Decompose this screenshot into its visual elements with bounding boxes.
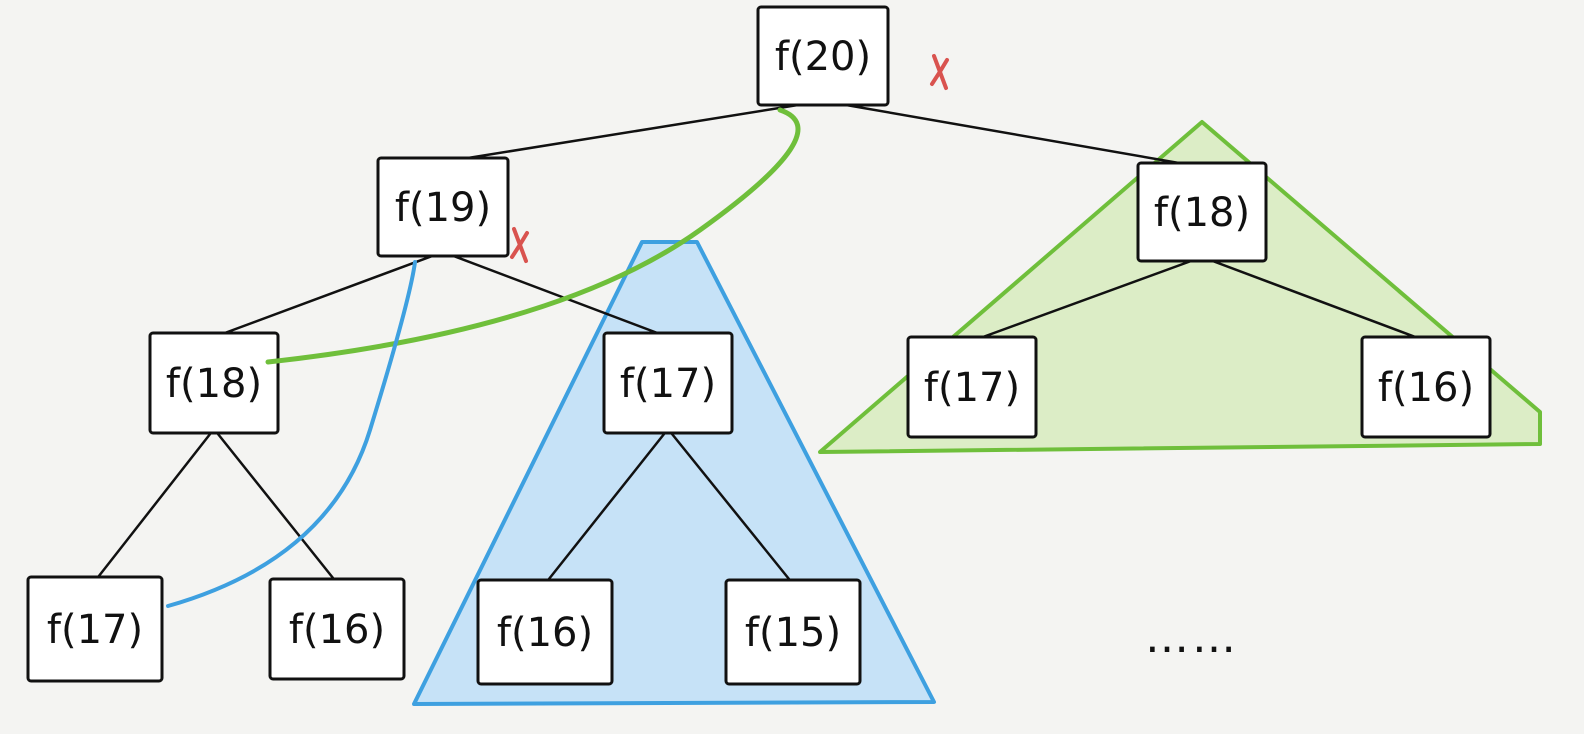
tree-node: f(16) bbox=[268, 577, 406, 681]
tree-edge bbox=[212, 250, 445, 339]
tree-node: f(18) bbox=[148, 331, 280, 435]
tree-node-box bbox=[756, 5, 890, 107]
blue-reuse-link bbox=[166, 260, 417, 608]
tree-node-box bbox=[26, 575, 164, 683]
tree-edge bbox=[970, 255, 1204, 343]
tree-node-label: f(17) bbox=[924, 365, 1020, 411]
tree-edge bbox=[1200, 255, 1428, 343]
tree-node: f(17) bbox=[26, 575, 164, 683]
tree-node-label: f(20) bbox=[775, 34, 871, 80]
tree-node-box bbox=[476, 578, 614, 686]
tree-node: f(16) bbox=[476, 578, 614, 686]
tree-node-label: f(19) bbox=[395, 185, 491, 231]
tree-node-box bbox=[724, 578, 862, 686]
tree-node-label: f(17) bbox=[620, 361, 716, 407]
tree-node-label: f(16) bbox=[1378, 365, 1474, 411]
tree-edge bbox=[543, 427, 670, 586]
tree-edge bbox=[212, 427, 339, 585]
tree-node-box bbox=[906, 335, 1038, 439]
pruned-mark-icon bbox=[510, 227, 529, 263]
tree-node: f(16) bbox=[1360, 335, 1492, 439]
tree-edge bbox=[93, 427, 216, 583]
pruned-marks bbox=[510, 54, 949, 263]
tree-node-label: f(16) bbox=[497, 610, 593, 656]
tree-node-box bbox=[376, 156, 510, 258]
tree-node: f(17) bbox=[906, 335, 1038, 439]
tree-node-box bbox=[268, 577, 406, 681]
tree-edge bbox=[821, 99, 1204, 169]
tree-node-box bbox=[602, 331, 734, 435]
tree-node-label: f(18) bbox=[166, 361, 262, 407]
tree-edge bbox=[441, 99, 825, 164]
pruned-mark-icon bbox=[930, 54, 949, 90]
tree-node-label: f(15) bbox=[745, 610, 841, 656]
tree-node: f(17) bbox=[602, 331, 734, 435]
tree-edge bbox=[441, 250, 670, 339]
ellipsis-text: …… bbox=[1145, 612, 1239, 663]
tree-node: f(15) bbox=[724, 578, 862, 686]
tree-node-label: f(17) bbox=[47, 607, 143, 653]
tree-node-box bbox=[148, 331, 280, 435]
tree-node-box bbox=[1136, 161, 1268, 263]
tree-node-label: f(16) bbox=[289, 607, 385, 653]
tree-node: f(18) bbox=[1136, 161, 1268, 263]
tree-edges bbox=[93, 99, 1428, 586]
reuse-links bbox=[166, 107, 801, 608]
tree-node-label: f(18) bbox=[1154, 190, 1250, 236]
tree-node: f(20) bbox=[756, 5, 890, 107]
tree-node: f(19) bbox=[376, 156, 510, 258]
tree-nodes: f(20) f(19) f(18) f(18) f(17) f(17) f(16) f(17)… bbox=[26, 5, 1492, 686]
green-reuse-link bbox=[265, 107, 801, 365]
tree-node-box bbox=[1360, 335, 1492, 439]
tree-edge bbox=[666, 427, 795, 586]
